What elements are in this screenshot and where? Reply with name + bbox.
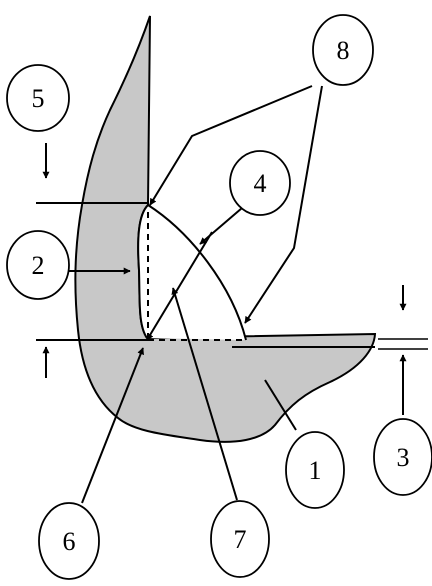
label-1: 1 [309, 456, 322, 485]
label-3: 3 [397, 443, 410, 472]
callout-6: 6 [38, 502, 100, 580]
leader-6 [81, 347, 144, 504]
cavity-fill [138, 205, 246, 340]
callout-1: 1 [285, 431, 345, 509]
label-6: 6 [63, 527, 76, 556]
curved-face [147, 204, 247, 341]
label-5: 5 [32, 84, 45, 113]
callout-5: 5 [6, 64, 70, 132]
callout-4: 4 [229, 150, 291, 216]
callout-3: 3 [373, 418, 432, 496]
label-8: 8 [337, 36, 350, 65]
label-2: 2 [32, 251, 45, 280]
leader-8-lower [244, 85, 323, 324]
inner-left-edge [137, 204, 149, 339]
label-4: 4 [254, 169, 267, 198]
leader-face-to-corner [146, 231, 213, 341]
callout-8: 8 [312, 14, 374, 86]
callout-2: 2 [6, 230, 70, 300]
label-7: 7 [234, 525, 247, 554]
leader-7 [171, 287, 238, 501]
leader-8-upper [149, 85, 313, 206]
leader-1 [264, 379, 297, 431]
callout-7: 7 [210, 500, 270, 578]
leader-4 [199, 207, 243, 245]
